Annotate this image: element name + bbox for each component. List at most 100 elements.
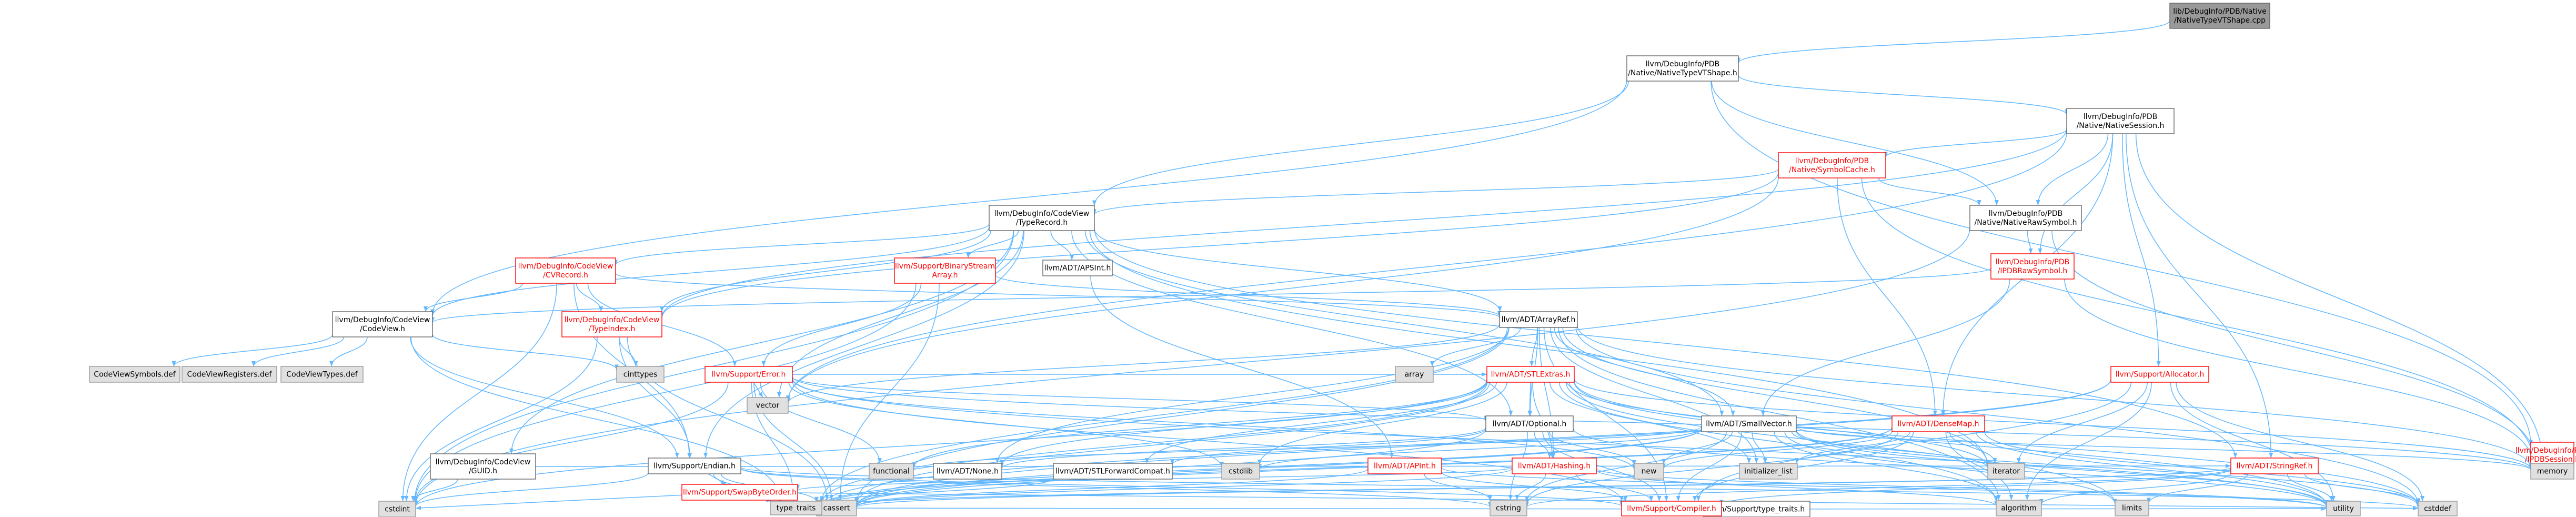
node-label: llvm/ADT/SmallVector.h	[1706, 420, 1792, 429]
edge-nativesession-to-allocator	[2121, 133, 2161, 367]
node-smallvector[interactable]: llvm/ADT/SmallVector.h	[1701, 415, 1797, 432]
node-box	[332, 311, 433, 337]
edge-typerecord-to-cvrecord	[613, 223, 990, 265]
node-box	[1701, 415, 1797, 432]
node-optional[interactable]: llvm/ADT/Optional.h	[1485, 415, 1574, 432]
edge-typerecord-to-smallvector	[1084, 230, 1724, 416]
node-label: cstring	[1496, 504, 1521, 513]
edge-cvrecord-to-cstdint	[400, 283, 557, 502]
node-endian[interactable]: llvm/Support/Endian.h	[648, 458, 741, 474]
edge-stlextras-to-memory	[1574, 378, 2533, 470]
node-box	[1626, 55, 1739, 82]
node-apint[interactable]: llvm/ADT/APInt.h	[1367, 458, 1442, 474]
node-label: llvm/Support/type_traits.h	[1709, 505, 1805, 514]
node-guid[interactable]: llvm/DebugInfo/CodeView/GUID.h	[430, 453, 536, 480]
node-apsint[interactable]: llvm/ADT/APSInt.h	[1042, 260, 1113, 276]
node-error[interactable]: llvm/Support/Error.h	[705, 366, 793, 383]
node-cvrecord[interactable]: llvm/DebugInfo/CodeView/CVRecord.h	[515, 257, 616, 284]
edge-codeview-to-endian	[410, 336, 679, 459]
node-stringref[interactable]: llvm/ADT/StringRef.h	[2230, 458, 2319, 474]
edge-smallvector-to-utility	[1796, 430, 2329, 506]
node-box	[1042, 260, 1113, 276]
edge-allocator-to-cstddef	[2176, 382, 2424, 502]
node-label: llvm/Support/Allocator.h	[2116, 371, 2205, 379]
node-label: llvm/ADT/STLExtras.h	[1491, 371, 1571, 379]
edge-nativetypevtshape-to-ipdbsession	[1710, 81, 2533, 445]
node-box	[1739, 463, 1798, 480]
node-none[interactable]: llvm/ADT/None.h	[933, 463, 1002, 480]
node-allocator[interactable]: llvm/Support/Allocator.h	[2110, 366, 2209, 383]
edge-arrayref-to-initializer_list	[1550, 327, 1759, 464]
edge-stringref-to-limits	[2147, 473, 2248, 503]
node-codeview[interactable]: llvm/DebugInfo/CodeView/CodeView.h	[332, 311, 433, 337]
node-box	[1395, 366, 1434, 383]
node-label: algorithm	[2001, 504, 2037, 513]
node-box	[1512, 458, 1597, 474]
edge-binarystreamarray-to-arrayref	[995, 274, 1502, 317]
edge-stlextras-to-cstdint	[414, 379, 1487, 507]
node-stlextras[interactable]: llvm/ADT/STLExtras.h	[1486, 366, 1575, 383]
node-box	[2418, 501, 2458, 516]
edge-apint-to-compiler	[1441, 471, 1628, 502]
node-swapbyteorder[interactable]: llvm/Support/SwapByteOrder.h	[681, 484, 798, 501]
node-label: functional	[873, 468, 910, 476]
node-limits: limits	[2115, 500, 2149, 516]
node-label: cstdlib	[1229, 468, 1253, 476]
node-nativesession[interactable]: llvm/DebugInfo/PDB/Native/NativeSession.…	[2066, 108, 2175, 134]
edge-densemap-to-type_traits	[820, 427, 1893, 506]
node-label: llvm/DebugInfo/CodeView	[565, 316, 660, 324]
edge-densemap-to-iterator	[1949, 431, 1997, 464]
node-compiler[interactable]: llvm/Support/Compiler.h	[1621, 501, 1722, 516]
edge-stlextras-to-functional	[911, 381, 1487, 468]
node-initializer_list: initializer_list	[1739, 463, 1798, 480]
node-label: cassert	[823, 504, 850, 513]
node-box	[2110, 366, 2209, 383]
node-box	[933, 463, 1002, 480]
edge-arrayref-to-algorithm	[1558, 327, 2001, 501]
node-label: llvm/DebugInfo/PDB	[1989, 210, 2063, 218]
edge-typerecord-to-endian	[703, 230, 1025, 459]
node-ipdbrawsymbol[interactable]: llvm/DebugInfo/PDB/IPDBRawSymbol.h	[1990, 253, 2075, 280]
edge-typerecord-to-apsint	[1050, 230, 1074, 261]
edge-hashing-to-cassert	[854, 468, 1513, 508]
node-label: /IPDBRawSymbol.h	[1998, 267, 2068, 275]
node-cinttypes: cinttypes	[616, 366, 665, 383]
edge-densemap-to-cstddef	[1984, 431, 2420, 505]
edge-stlextras-to-limits	[1565, 382, 2117, 504]
node-box	[2066, 108, 2175, 134]
edge-smallvector-to-initializer_list	[1752, 431, 1767, 464]
edge-nativesession-to-symbolcache	[1884, 129, 2067, 157]
node-box	[2115, 500, 2149, 516]
node-cstdint: cstdint	[378, 501, 416, 517]
node-arrayref[interactable]: llvm/ADT/ArrayRef.h	[1499, 311, 1578, 328]
node-label: Array.h	[932, 271, 958, 280]
node-densemap[interactable]: llvm/ADT/DenseMap.h	[1891, 415, 1985, 432]
node-stlforwardcompat[interactable]: llvm/ADT/STLForwardCompat.h	[1053, 463, 1173, 480]
node-nativerawsymbol[interactable]: llvm/DebugInfo/PDB/Native/NativeRawSymbo…	[1969, 205, 2082, 231]
node-label: llvm/ADT/APInt.h	[1374, 462, 1436, 471]
node-box	[705, 366, 793, 383]
edge-symbolcache-to-memory	[1861, 177, 2536, 464]
node-root[interactable]: lib/DebugInfo/PDB/Native/NativeTypeVTSha…	[2169, 3, 2270, 29]
node-box	[1485, 415, 1574, 432]
node-typerecord[interactable]: llvm/DebugInfo/CodeView/TypeRecord.h	[989, 205, 1095, 231]
node-typeindex[interactable]: llvm/DebugInfo/CodeView/TypeIndex.h	[561, 311, 662, 337]
node-box	[1987, 463, 2025, 480]
node-layer: lib/DebugInfo/PDB/Native/NativeTypeVTSha…	[89, 3, 2576, 517]
edge-stlextras-to-utility	[1574, 381, 2329, 506]
node-label: /Native/NativeTypeVTShape.h	[1628, 69, 1737, 77]
node-hashing[interactable]: llvm/ADT/Hashing.h	[1512, 458, 1597, 474]
edge-smallvector-to-cassert	[854, 428, 1702, 506]
edge-nativesession-to-stringref	[2125, 133, 2273, 459]
edge-smallvector-to-new	[1662, 431, 1733, 464]
edge-nativesession-to-vector	[786, 132, 2067, 401]
node-box	[1996, 500, 2042, 516]
node-box	[770, 501, 822, 515]
node-label: llvm/DebugInfo/CodeView	[994, 210, 1090, 218]
edge-ipdbrawsymbol-to-codeview	[430, 267, 1991, 323]
edge-typeindex-to-cstdint	[404, 336, 598, 502]
node-box	[1053, 463, 1173, 480]
node-symbolcache[interactable]: llvm/DebugInfo/PDB/Native/SymbolCache.h	[1778, 152, 1886, 178]
node-nativetypevtshape[interactable]: llvm/DebugInfo/PDB/Native/NativeTypeVTSh…	[1626, 55, 1739, 82]
